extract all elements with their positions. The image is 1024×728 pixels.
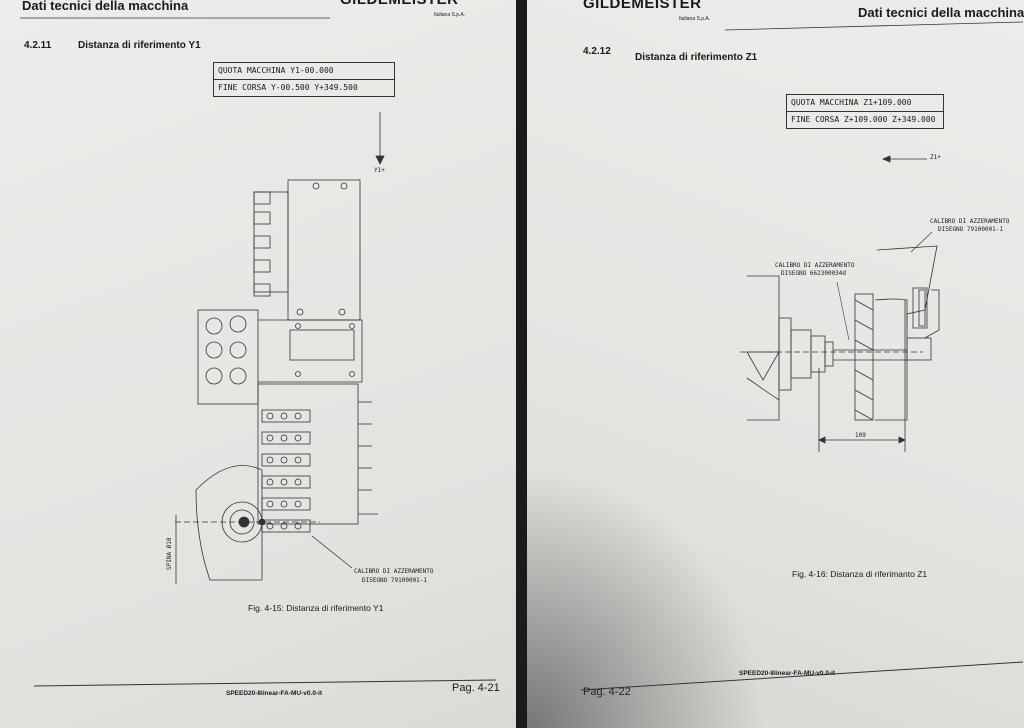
- page-number: Pag. 4-21: [452, 682, 500, 694]
- gauge-label: DISEGNO 662300034d: [781, 270, 847, 277]
- figure-caption: Fig. 4-16: Distanza di riferimanto Z1: [792, 569, 928, 579]
- gauge-label: CALIBRO DI AZZERAMENTO: [775, 262, 855, 269]
- brand-subtitle: Italiana S.p.A.: [434, 12, 466, 18]
- readout-line: FINE CORSA Z+109.000 Z+349.000: [787, 111, 943, 128]
- turret-drawing: [20, 17, 385, 584]
- header-title: Dati tecnici della macchina: [22, 0, 189, 13]
- position-readout: QUOTA MACCHINA Z1+109.000 FINE CORSA Z+1…: [786, 94, 944, 129]
- gauge-label: DISEGNO 79100001-1: [938, 226, 1004, 233]
- brand-logo: GILDEMEISTER: [583, 0, 702, 12]
- gauge-label: DISEGNO 79100001-1: [362, 577, 428, 584]
- gauge-label: CALIBRO DI AZZERAMENTO: [354, 568, 434, 575]
- readout-line: QUOTA MACCHINA Y1-00.000: [218, 66, 334, 75]
- section-number: 4.2.12: [583, 46, 611, 57]
- position-readout: QUOTA MACCHINA Y1-00.000 FINE CORSA Y-00…: [213, 62, 395, 97]
- dimension-value: 109: [855, 432, 866, 439]
- section-number: 4.2.11: [24, 40, 52, 51]
- page-number: Pag. 4-22: [583, 686, 631, 698]
- brand-logo: GILDEMEISTER: [340, 0, 459, 8]
- figure-caption: Fig. 4-15: Distanza di riferimento Y1: [248, 603, 384, 613]
- axis-label: Z1+: [930, 154, 941, 161]
- header-title: Dati tecnici della macchina: [858, 5, 1024, 20]
- axis-label: Y1+: [374, 167, 385, 174]
- footer-document-id: SPEED20-8linear-FA-MU-v0.0-it: [739, 670, 836, 677]
- section-title: Distanza di riferimento Z1: [635, 52, 758, 63]
- footer-document-id: SPEED20-8linear-FA-MU-v0.0-it: [226, 690, 323, 697]
- section-title: Distanza di riferimento Y1: [78, 40, 201, 51]
- spindle-drawing: [580, 21, 1024, 691]
- brand-subtitle: Italiana S.p.A.: [679, 16, 711, 22]
- readout-line: QUOTA MACCHINA Z1+109.000: [791, 98, 912, 107]
- footer-rule: [33, 679, 497, 687]
- left-page: Dati tecnici della macchina GILDEMEISTER…: [0, 0, 516, 728]
- gauge-label: CALIBRO DI AZZERAMENTO: [930, 218, 1010, 225]
- readout-line: FINE CORSA Y-00.500 Y+349.500: [214, 79, 394, 96]
- right-page: GILDEMEISTER Italiana S.p.A. Dati tecnic…: [527, 0, 1024, 728]
